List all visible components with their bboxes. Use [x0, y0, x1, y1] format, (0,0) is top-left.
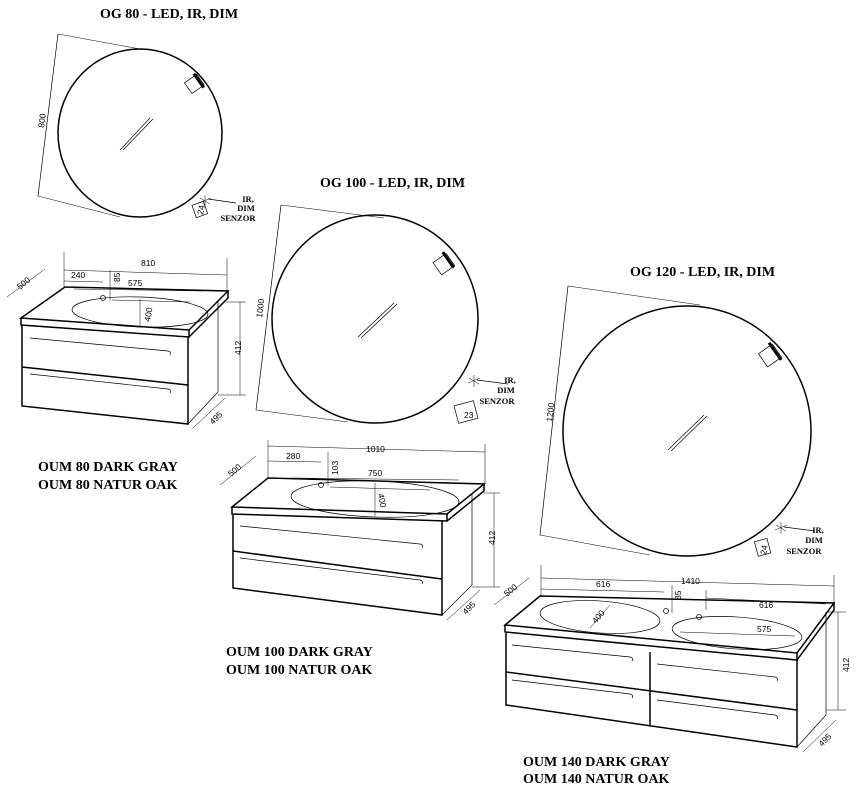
cabinet-oum80-basin-width: 575 [128, 278, 142, 288]
cabinet-oum100-depth: 500 [226, 462, 244, 479]
mirror-og100-ir-sensor-icon [467, 375, 481, 387]
mirror-og100: OG 100 - LED, IR, DIM 1000 23 IR, DIM SE… [254, 176, 516, 424]
cabinet-oum140-body [505, 633, 798, 748]
mirror-og120-sensor-line-1: IR, [812, 525, 824, 535]
mirror-og120-ir-sensor-icon [774, 522, 788, 534]
cabinet-oum140-height: 412 [841, 658, 851, 672]
cabinet-oum80-basin [71, 296, 209, 328]
mirror-og80: OG 80 - LED, IR, DIM 800 24 IR, DIM SENZ… [36, 7, 256, 223]
cabinet-oum100: 1010 280 103 750 400 500 412 495 OUM 100… [219, 440, 500, 678]
cabinet-oum80-height: 412 [233, 341, 243, 355]
cabinet-oum80-handle-bottom [29, 373, 172, 394]
cabinet-oum80-width: 810 [141, 258, 155, 268]
cabinet-oum80: 810 240 85 575 400 500 412 495 OUM 80 DA… [6, 252, 246, 493]
cabinet-oum100-width: 1010 [366, 444, 385, 454]
cabinet-oum80-body [21, 326, 189, 425]
mirror-og80-title: OG 80 - LED, IR, DIM [100, 7, 238, 22]
cabinet-oum80-handle-top [29, 337, 172, 356]
cabinet-oum100-tap-offset: 280 [286, 451, 300, 461]
mirror-og80-sensor-icon [183, 72, 205, 94]
cabinet-oum80-tap-offset: 240 [71, 270, 85, 280]
cabinet-oum140-basin-depth: 400 [590, 608, 607, 626]
cabinet-oum140-depth: 500 [502, 582, 520, 599]
cabinet-oum140-handle-4 [656, 699, 779, 720]
cabinet-oum100-basin [290, 480, 460, 518]
cabinet-oum140-handle-1 [511, 644, 634, 662]
mirror-og100-sensor-offset: 23 [464, 410, 474, 420]
cabinet-oum100-countertop [229, 477, 487, 515]
cabinet-oum100-name-1: OUM 100 DARK GRAY [226, 645, 373, 660]
mirror-og120: OG 120 - LED, IR, DIM 1200 24 IR, DIM SE… [539, 265, 824, 557]
cabinet-oum80-tap-edge: 85 [112, 272, 122, 282]
mirror-og100-sensor-icon [432, 251, 456, 276]
cabinet-oum100-body-depth: 495 [460, 599, 477, 616]
cabinet-oum100-name-2: OUM 100 NATUR OAK [226, 663, 372, 678]
mirror-og120-sensor-icon [757, 341, 783, 368]
cabinet-oum140-handle-2 [511, 679, 634, 699]
cabinet-oum100-height: 412 [487, 531, 497, 545]
cabinet-oum140-width: 1410 [681, 576, 700, 586]
cabinet-oum100-basin-width: 750 [368, 468, 382, 478]
cabinet-oum140-body-depth: 495 [816, 731, 833, 748]
cabinet-oum140-handle-3 [656, 663, 779, 682]
cabinet-oum140-tap-offset-right: 616 [759, 600, 773, 610]
cabinet-oum140-tap-offset-left: 616 [596, 579, 610, 589]
mirror-og100-title: OG 100 - LED, IR, DIM [320, 176, 465, 191]
mirror-og120-title: OG 120 - LED, IR, DIM [630, 265, 775, 280]
cabinet-oum80-countertop [18, 286, 230, 331]
mirror-og120-sensor-offset: 24 [758, 544, 770, 555]
cabinet-oum140-basin-left [539, 600, 661, 634]
mirror-og100-glass [271, 214, 479, 424]
cabinet-oum100-tap-edge: 103 [330, 461, 340, 475]
cabinet-oum140-tap-edge: 85 [673, 590, 683, 600]
mirror-og80-diameter: 800 [36, 113, 48, 129]
cabinet-oum100-basin-depth: 400 [376, 493, 388, 509]
mirror-og120-sensor-line-2: DIM [805, 535, 822, 545]
mirror-og100-sensor-line-2: DIM [497, 385, 514, 395]
mirror-og80-dim-line [37, 33, 59, 197]
cabinet-oum80-body-depth: 495 [207, 409, 224, 426]
cabinet-oum80-name-2: OUM 80 NATUR OAK [38, 478, 177, 493]
mirror-og120-sensor-line-3: SENZOR [787, 546, 823, 556]
mirror-og120-glass [562, 305, 812, 557]
mirror-og80-sensor-line-1: IR, [242, 194, 254, 204]
mirror-og120-diameter: 1200 [544, 402, 556, 422]
mirror-og100-diameter: 1000 [254, 298, 266, 318]
cabinet-oum100-handle-top [239, 525, 424, 549]
cabinet-oum140-basin-right [671, 616, 803, 650]
mirror-og100-dim-line [255, 204, 282, 411]
cabinet-oum140: 1410 616 616 85 575 400 500 412 495 OUM … [493, 565, 851, 787]
cabinet-oum80-basin-depth: 400 [142, 306, 154, 322]
cabinet-oum140-name-1: OUM 140 DARK GRAY [523, 755, 670, 770]
mirror-og100-sensor-line-1: IR, [504, 375, 516, 385]
cabinet-oum140-basin-width: 575 [757, 624, 771, 634]
mirror-og80-sensor-line-3: SENZOR [221, 213, 257, 223]
cabinet-oum140-name-2: OUM 140 NATUR OAK [523, 772, 669, 787]
mirror-og80-glass [57, 48, 223, 218]
mirror-og100-sensor-line-3: SENZOR [480, 396, 516, 406]
cabinet-oum100-handle-bottom [239, 557, 424, 585]
mirror-og120-dim-line [539, 285, 569, 536]
mirror-og80-sensor-offset: 24 [195, 204, 207, 215]
mirror-og80-sensor-line-2: DIM [237, 203, 254, 213]
cabinet-oum80-name-1: OUM 80 DARK GRAY [38, 460, 178, 475]
